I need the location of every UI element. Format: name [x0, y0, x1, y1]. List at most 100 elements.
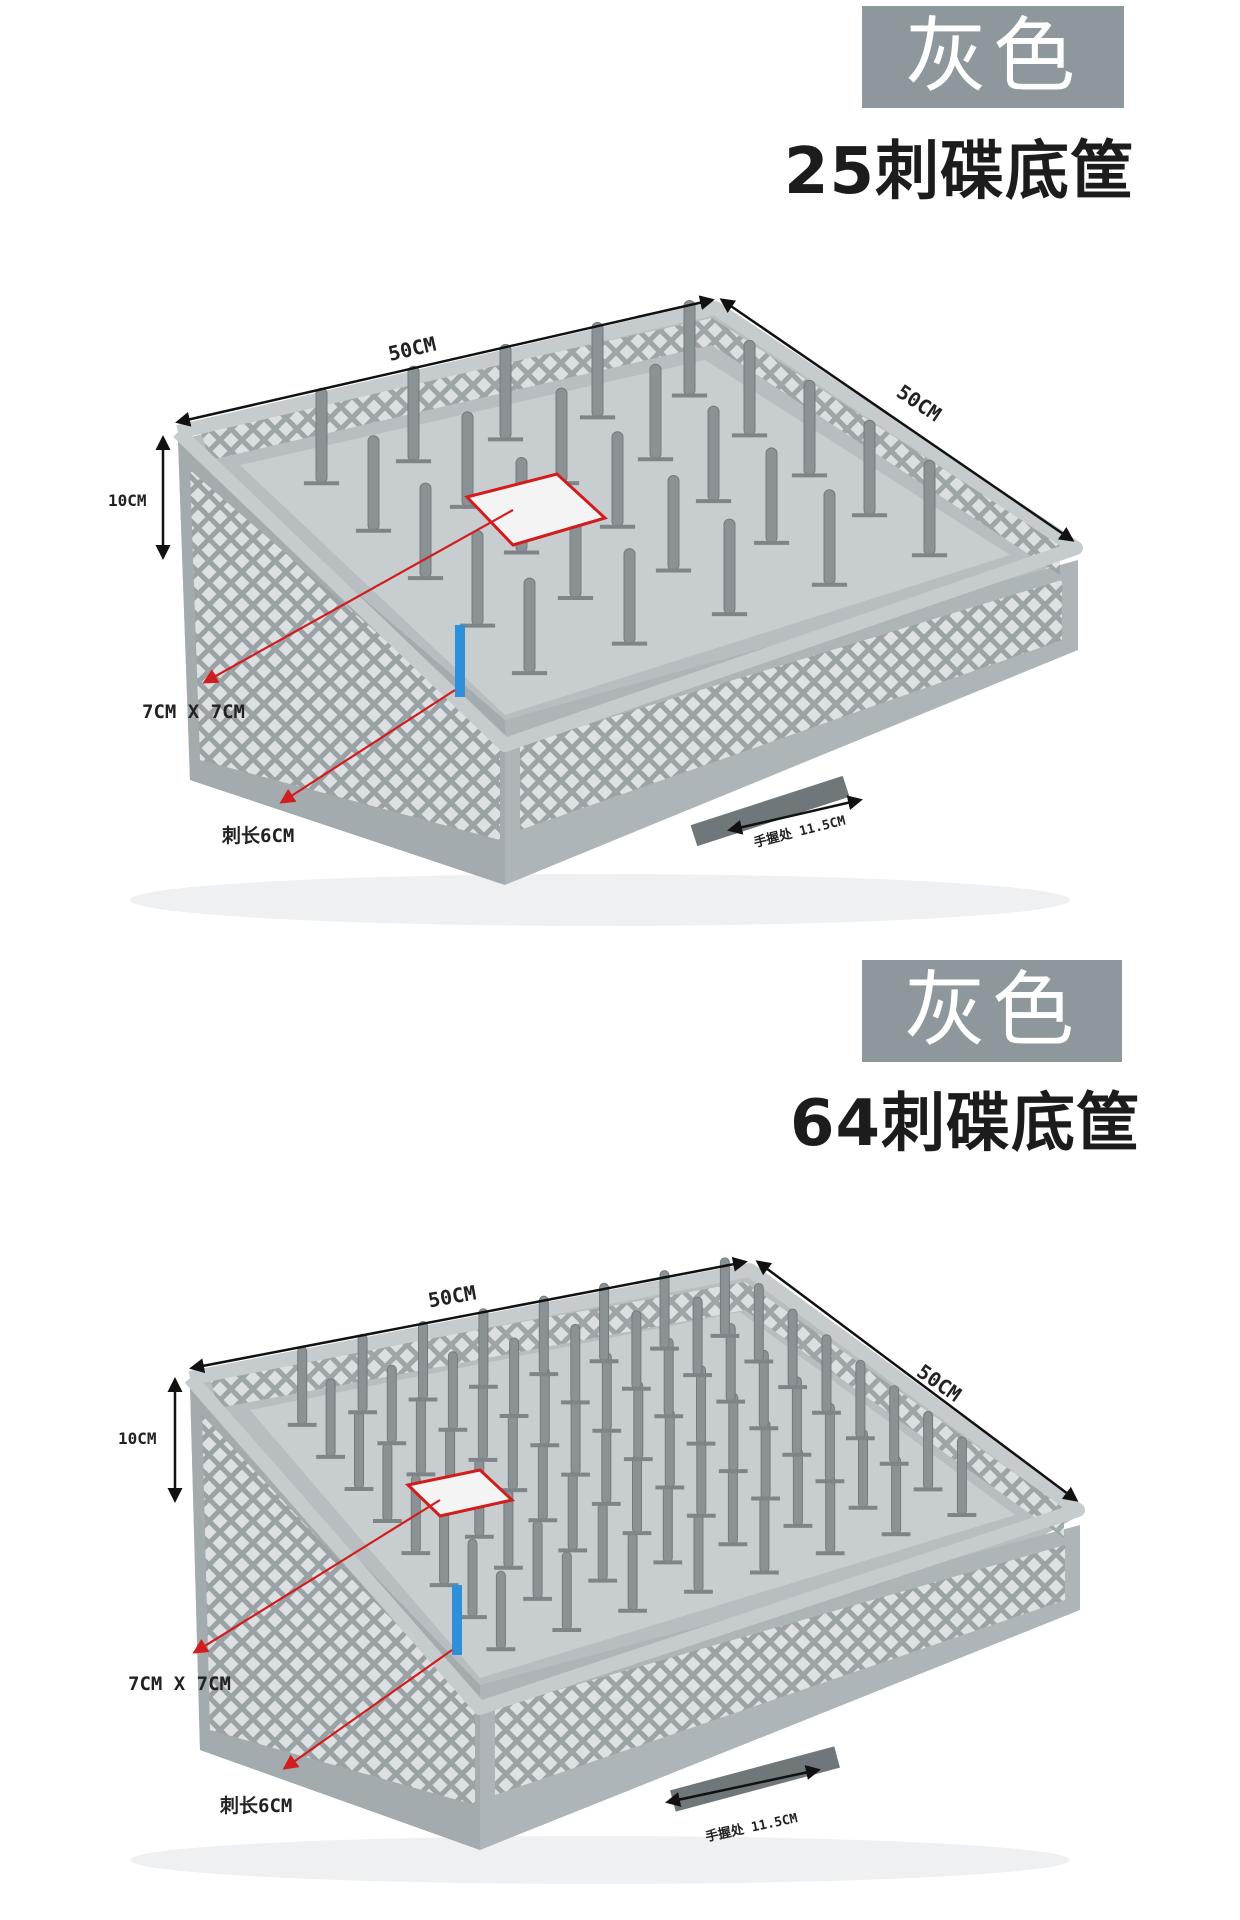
height-label: 10CM [118, 1429, 157, 1448]
pin [858, 1429, 868, 1509]
pin [315, 387, 328, 484]
pin [659, 1270, 670, 1350]
spike-length-label: 刺长6CM [220, 1795, 292, 1817]
pin [632, 1454, 642, 1534]
pin [538, 1295, 549, 1375]
handle-dimension [727, 795, 863, 835]
pin [649, 363, 662, 460]
pin [696, 1365, 706, 1445]
shadow [130, 1836, 1070, 1884]
pin [683, 300, 696, 396]
pin [599, 1282, 610, 1362]
pin [923, 1410, 934, 1490]
pin [601, 1352, 612, 1432]
pin [523, 577, 536, 674]
pin [570, 1323, 581, 1403]
pin [561, 1551, 572, 1631]
pin [467, 1538, 478, 1618]
shadow [130, 874, 1070, 926]
spike-highlight [455, 625, 465, 697]
pin [471, 530, 484, 627]
pin [707, 405, 720, 502]
compartment-callout [192, 1499, 441, 1654]
pin [532, 1520, 543, 1600]
pin [418, 1321, 428, 1400]
pin [956, 1436, 967, 1516]
pin [415, 1395, 426, 1475]
product-title: 64刺碟底筐 [790, 1087, 1142, 1161]
pin [495, 1570, 506, 1650]
pin [507, 1411, 518, 1491]
compartment-label: 7CM X 7CM [128, 1673, 231, 1695]
length-label: 50CM [426, 1280, 478, 1312]
pin [743, 339, 756, 436]
pin [407, 365, 420, 462]
pin [499, 343, 512, 440]
height-label: 10CM [108, 491, 147, 510]
pin [824, 1402, 835, 1482]
spike-highlight [452, 1585, 462, 1655]
pin [863, 419, 876, 516]
pin [723, 518, 736, 615]
pin [855, 1359, 866, 1439]
pin [923, 459, 936, 556]
spike-callout [282, 1649, 453, 1770]
pin [439, 1506, 450, 1586]
pin [597, 1502, 608, 1582]
pin [631, 1310, 642, 1390]
pin [693, 1513, 704, 1593]
pin [719, 1257, 730, 1337]
pin [728, 1392, 739, 1472]
compartment-callout [202, 509, 514, 684]
pin [792, 1447, 803, 1527]
pin [419, 482, 432, 579]
pin [627, 1532, 638, 1612]
pin [611, 431, 624, 528]
pin [623, 548, 636, 645]
width-dimension [719, 298, 1075, 542]
pin [537, 1441, 548, 1521]
pin [567, 1471, 578, 1551]
pin [478, 1308, 489, 1388]
pin [753, 1283, 764, 1362]
pin [367, 435, 380, 532]
pin [591, 321, 604, 418]
product-title: 25刺碟底筐 [784, 135, 1136, 209]
spike-callout [279, 689, 456, 804]
product-section-64: 灰色 64刺碟底筐 [0, 960, 1240, 1920]
pin [891, 1455, 902, 1535]
pin [555, 387, 568, 484]
pin [354, 1410, 364, 1490]
pin [382, 1442, 393, 1522]
pin [447, 1351, 458, 1431]
compartment-label: 7CM X 7CM [142, 701, 245, 723]
pin [821, 1334, 832, 1414]
pin [633, 1380, 644, 1460]
pin [664, 1409, 675, 1488]
pin [727, 1465, 738, 1545]
pin [787, 1308, 798, 1388]
pin [823, 489, 836, 586]
pin [803, 379, 816, 476]
pin [760, 1420, 771, 1499]
pin [357, 1333, 368, 1413]
pin [477, 1381, 488, 1461]
pin [759, 1494, 770, 1573]
pin [662, 1483, 673, 1563]
basket-figure-64: 50CM 50CM 10CM 7CM X 7CM 刺长6CM 手握处 11.5C… [118, 1256, 1085, 1884]
pin [889, 1385, 900, 1465]
color-tag: 灰色 [862, 6, 1124, 108]
pin [825, 1474, 836, 1554]
pin [509, 1337, 520, 1417]
length-label: 50CM [386, 332, 438, 366]
product-section-25: 灰色 25刺碟底筐 [108, 6, 1136, 926]
pin [570, 1396, 581, 1476]
pin [696, 1437, 707, 1517]
length-dimension [175, 295, 715, 427]
pin [667, 475, 680, 571]
pin [765, 447, 778, 544]
basket-figure-25: 50CM 50CM 10CM 7CM X 7CM 刺长6CM 手握处 11.5C… [108, 295, 1083, 926]
pin [692, 1296, 703, 1376]
pin [325, 1378, 336, 1458]
spike-length-label: 刺长6CM [222, 825, 294, 847]
